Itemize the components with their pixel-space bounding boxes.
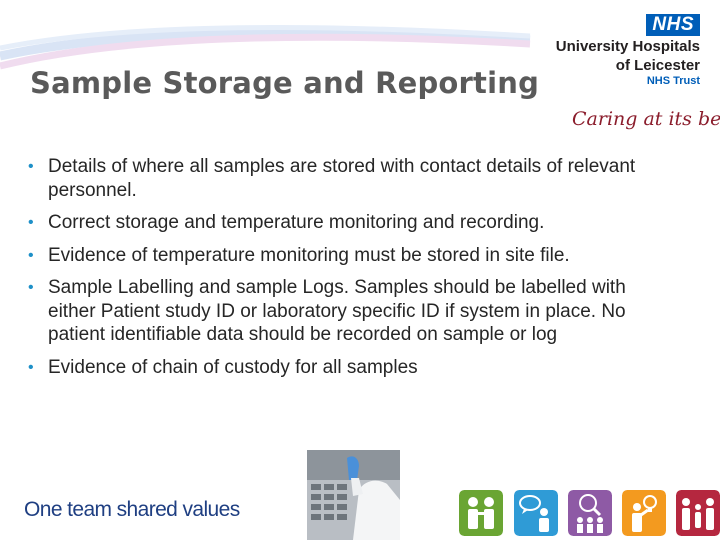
- values-slogan: One team shared values: [24, 498, 240, 521]
- bullet-text: Evidence of chain of custody for all sam…: [48, 356, 418, 378]
- slide-title: Sample Storage and Reporting: [30, 66, 540, 100]
- bullet-marker-icon: •: [28, 214, 34, 231]
- org-name-line1: University Hospitals: [555, 38, 700, 55]
- trust-label: NHS Trust: [646, 75, 700, 87]
- org-name-line2: of Leicester: [615, 57, 700, 74]
- bullet-marker-icon: •: [28, 358, 34, 376]
- communication-icon: [514, 490, 558, 536]
- search-people-icon: [568, 490, 612, 536]
- bullet-item: • Evidence of chain of custody for all sa…: [28, 356, 658, 380]
- family-icon: [676, 490, 720, 536]
- header-swoosh-decoration: [0, 25, 531, 70]
- lab-sample-storage-photo: [307, 450, 400, 540]
- bullet-text: Evidence of temperature monitoring must …: [48, 244, 570, 266]
- bullet-item: • Evidence of temperature monitoring must…: [28, 244, 658, 268]
- bullet-marker-icon: •: [28, 279, 34, 296]
- bullet-text: Correct storage and temperature monitori…: [48, 212, 545, 233]
- bullet-list: • Details of where all samples are stored…: [28, 155, 658, 388]
- nhs-logo: NHS University Hospitals of Leicester NH…: [540, 14, 700, 88]
- nhs-badge: NHS: [646, 14, 700, 36]
- team-icon: [459, 490, 503, 536]
- bullet-marker-icon: •: [28, 158, 34, 175]
- bullet-text: Sample Labelling and sample Logs. Sample…: [48, 277, 626, 345]
- idea-icon: [622, 490, 666, 536]
- bullet-text: Details of where all samples are stored …: [48, 156, 636, 201]
- bullet-item: • Details of where all samples are stored…: [28, 155, 658, 202]
- bullet-item: • Sample Labelling and sample Logs. Sampl…: [28, 276, 658, 347]
- bullet-marker-icon: •: [28, 246, 34, 264]
- bullet-item: • Correct storage and temperature monitor…: [28, 211, 658, 235]
